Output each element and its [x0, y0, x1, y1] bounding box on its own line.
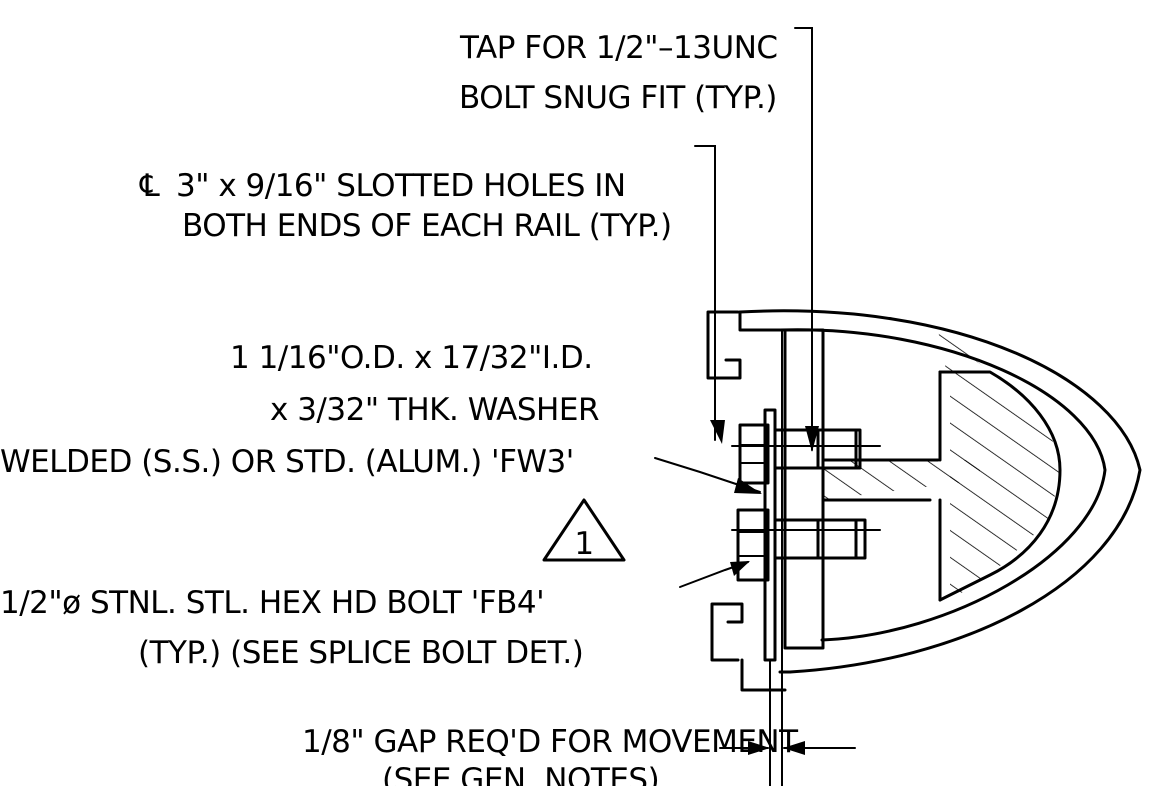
bolt-line-2: (TYP.) (SEE SPLICE BOLT DET.) [138, 635, 583, 671]
gap-line-2: (SEE GEN. NOTES) [382, 762, 659, 786]
channel-clip-top [706, 310, 742, 380]
washer-line-1: 1 1/16"O.D. x 17/32"I.D. [230, 340, 593, 376]
gap-note: 1/8" GAP REQ'D FOR MOVEMENT (SEE GEN. NO… [302, 724, 800, 786]
washer-leader [654, 457, 762, 494]
revision-triangle: 1 [542, 498, 626, 562]
bolt-note: 1/2"ø STNL. STL. HEX HD BOLT 'FB4' (TYP.… [0, 585, 584, 671]
slot-note: ℄ 3" x 9/16" SLOTTED HOLES IN BOTH ENDS … [139, 168, 672, 244]
centerline-symbol: ℄ [139, 168, 160, 204]
bolt-line-1: 1/2"ø STNL. STL. HEX HD BOLT 'FB4' [0, 585, 544, 621]
gap-dimension [719, 741, 856, 755]
slot-leader [694, 145, 725, 444]
tap-line-1: TAP FOR 1/2"–13UNC [459, 30, 778, 66]
revision-number: 1 [574, 526, 593, 562]
gap-line-1: 1/8" GAP REQ'D FOR MOVEMENT [302, 724, 799, 760]
rail-section [738, 309, 1142, 674]
rail-web [821, 330, 1062, 602]
washer-line-2: x 3/32" THK. WASHER [270, 392, 599, 428]
bolt-leader [679, 561, 750, 588]
tap-line-2: BOLT SNUG FIT (TYP.) [459, 80, 777, 116]
slot-line-2: BOTH ENDS OF EACH RAIL (TYP.) [182, 208, 672, 244]
tap-leader [794, 27, 819, 452]
slot-line-1: 3" x 9/16" SLOTTED HOLES IN [176, 168, 626, 204]
washer-note: 1 1/16"O.D. x 17/32"I.D. x 3/32" THK. WA… [0, 340, 600, 480]
lower-bolt [731, 508, 881, 582]
splice-plate [783, 328, 825, 650]
washer-line-3: WELDED (S.S.) OR STD. (ALUM.) 'FW3' [0, 444, 574, 480]
tap-note: TAP FOR 1/2"–13UNC BOLT SNUG FIT (TYP.) [459, 30, 778, 116]
